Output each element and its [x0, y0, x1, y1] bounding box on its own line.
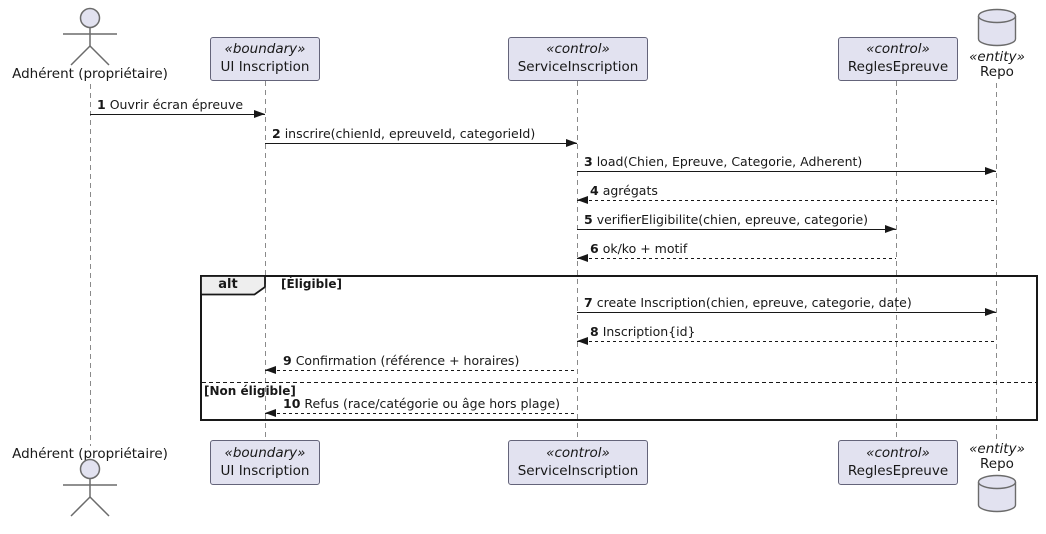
participant-name: UI Inscription	[220, 59, 310, 75]
fragment-divider	[202, 382, 1036, 383]
participant-name: ReglesEpreuve	[847, 59, 949, 75]
lifeline-ui-inscription	[265, 81, 266, 440]
message-10-line	[265, 413, 577, 415]
lifeline-regles-epreuve	[896, 81, 897, 440]
database-icon	[977, 8, 1017, 47]
message-number: 10	[283, 396, 301, 411]
database-icon	[977, 474, 1017, 513]
guard-eligible-label: [Éligible]	[281, 277, 342, 291]
entity-stereotype-top: «entity»	[969, 49, 1025, 65]
message-number: 4	[590, 183, 599, 198]
entity-name-bottom: Repo	[980, 456, 1014, 472]
message-5-line	[577, 229, 896, 231]
stereotype-label: «control»	[866, 41, 930, 58]
message-text: verifierEligibilite(chien, epreuve, cate…	[596, 212, 869, 227]
arrowhead-right-icon	[885, 225, 896, 233]
stereotype-label: «control»	[866, 444, 930, 461]
arrowhead-left-icon	[577, 196, 588, 204]
lifeline-repo	[996, 83, 997, 440]
message-8-line	[577, 341, 996, 343]
message-6-line	[577, 258, 896, 260]
message-number: 9	[283, 353, 292, 368]
guard-not-eligible-label: [Non éligible]	[204, 384, 296, 398]
message-9-line	[265, 370, 577, 372]
message-4-line	[577, 200, 996, 202]
entity-name-top: Repo	[980, 64, 1014, 80]
message-text: inscrire(chienId, epreuveId, categorieId…	[284, 126, 536, 141]
entity-stereotype-bottom: «entity»	[969, 441, 1025, 457]
message-number: 6	[590, 241, 599, 256]
arrowhead-right-icon	[985, 308, 996, 316]
participant-name: UI Inscription	[220, 462, 310, 479]
actor-icon	[63, 7, 117, 66]
message-number: 8	[590, 324, 599, 339]
lifeline-adherent	[90, 84, 91, 446]
fragment-operator-pentagon	[200, 275, 266, 296]
stereotype-label: «control»	[546, 444, 610, 461]
message-number: 5	[584, 212, 593, 227]
arrowhead-left-icon	[265, 366, 276, 374]
stereotype-label: «control»	[546, 41, 610, 58]
participant-name: ServiceInscription	[517, 462, 639, 479]
message-text: create Inscription(chien, epreuve, categ…	[596, 295, 912, 310]
message-7-line	[577, 312, 996, 314]
message-number: 7	[584, 295, 593, 310]
message-text: Confirmation (référence + horaires)	[295, 353, 520, 368]
actor-icon	[63, 458, 117, 517]
message-text: agrégats	[602, 183, 658, 198]
participant-ui-inscription-bottom: «boundary» UI Inscription	[210, 440, 320, 485]
message-number: 2	[272, 126, 281, 141]
message-text: ok/ko + motif	[602, 241, 688, 256]
message-2-line	[265, 143, 577, 145]
message-number: 3	[584, 154, 593, 169]
participant-name: ReglesEpreuve	[847, 462, 949, 479]
participant-ui-inscription-top: «boundary» UI Inscription	[210, 37, 320, 81]
message-number: 1	[97, 97, 106, 112]
participant-name: ServiceInscription	[517, 59, 639, 75]
participant-regles-epreuve-bottom: «control» ReglesEpreuve	[838, 440, 958, 485]
arrowhead-left-icon	[265, 409, 276, 417]
arrowhead-right-icon	[254, 110, 265, 118]
message-1-line	[90, 114, 265, 116]
stereotype-label: «boundary»	[224, 444, 306, 461]
arrowhead-left-icon	[577, 254, 588, 262]
message-3-line	[577, 171, 996, 173]
alt-fragment-frame	[200, 275, 1038, 421]
participant-service-inscription-top: «control» ServiceInscription	[508, 37, 648, 81]
participant-regles-epreuve-top: «control» ReglesEpreuve	[838, 37, 958, 81]
actor-label-bottom: Adhérent (propriétaire)	[12, 446, 168, 462]
arrowhead-right-icon	[566, 139, 577, 147]
message-text: load(Chien, Epreuve, Categorie, Adherent…	[596, 154, 863, 169]
message-text: Refus (race/catégorie ou âge hors plage)	[304, 396, 561, 411]
stereotype-label: «boundary»	[224, 41, 306, 58]
message-text: Inscription{id}	[602, 324, 696, 339]
arrowhead-left-icon	[577, 337, 588, 345]
arrowhead-right-icon	[985, 167, 996, 175]
participant-service-inscription-bottom: «control» ServiceInscription	[508, 440, 648, 485]
message-text: Ouvrir écran épreuve	[109, 97, 244, 112]
actor-label-top: Adhérent (propriétaire)	[12, 66, 168, 82]
fragment-operator-label: alt	[218, 277, 238, 292]
